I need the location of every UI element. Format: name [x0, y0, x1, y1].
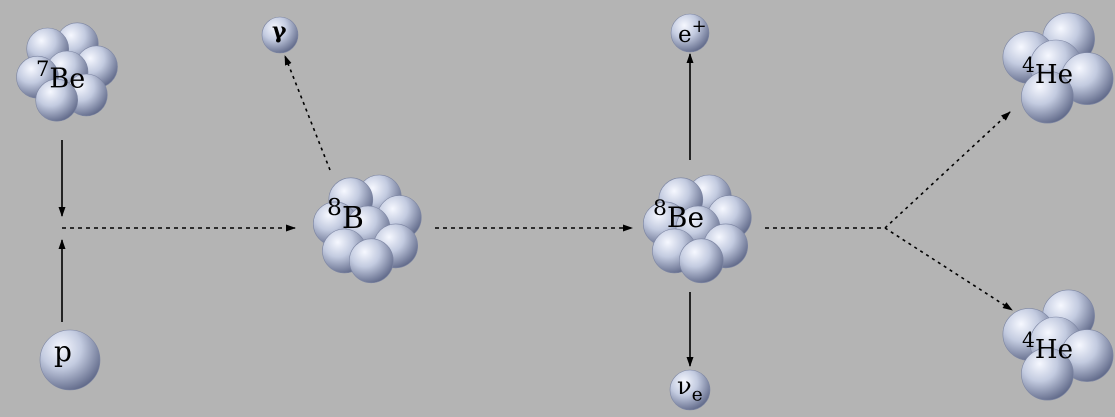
b8-nucleus: [312, 174, 422, 284]
nucleon: [348, 238, 394, 284]
nucleon: [1021, 347, 1074, 401]
gamma-photon: [261, 16, 299, 54]
be8-nucleus: [642, 174, 752, 284]
nucleon: [678, 238, 724, 284]
b8-to-gamma-arrow: [284, 55, 331, 171]
be7-nucleus: [16, 22, 118, 122]
nucleon: [1021, 70, 1074, 124]
nuclei: [16, 12, 1114, 411]
he4-top-nucleus: [1002, 12, 1114, 124]
nucleon: [261, 16, 299, 54]
split-to-he4-bottom-arrow: [884, 227, 1013, 311]
nucleon: [669, 369, 711, 411]
proton-nucleus: [39, 329, 101, 391]
nucleon: [35, 78, 79, 122]
positron-particle: [670, 13, 710, 53]
nucleon: [39, 329, 101, 391]
reaction-arrows: [58, 53, 1013, 367]
neutrino-particle: [669, 369, 711, 411]
nucleon: [670, 13, 710, 53]
split-to-he4-top-arrow: [884, 111, 1011, 229]
he4-bottom-nucleus: [1002, 289, 1114, 401]
